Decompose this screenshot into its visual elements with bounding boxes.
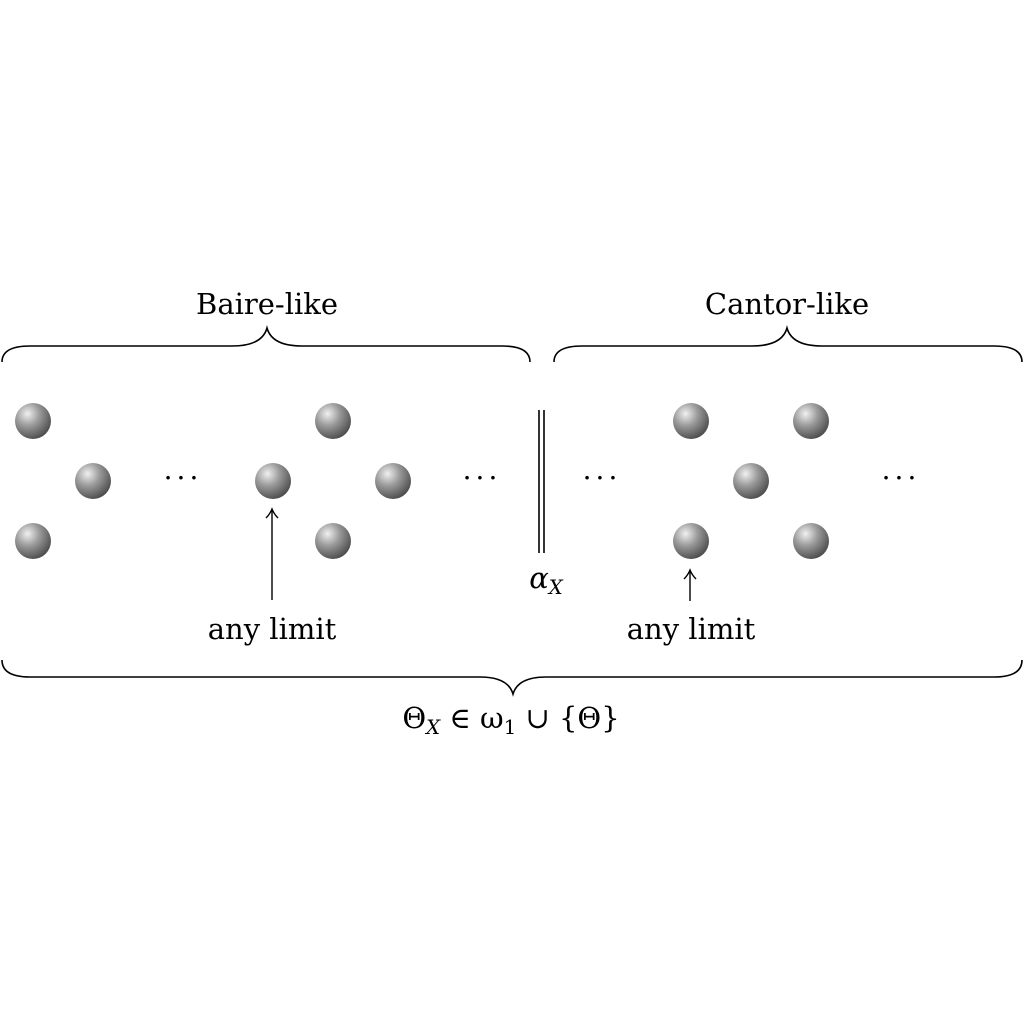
ball bbox=[375, 463, 411, 499]
ball bbox=[793, 523, 829, 559]
arrow-right bbox=[683, 568, 697, 601]
ball bbox=[673, 523, 709, 559]
ball bbox=[15, 523, 51, 559]
ball bbox=[793, 403, 829, 439]
ball bbox=[75, 463, 111, 499]
ball bbox=[15, 403, 51, 439]
ellipsis: ··· bbox=[881, 461, 921, 495]
any-limit-label-left: any limit bbox=[207, 612, 337, 646]
baire-like-label: Baire-like bbox=[196, 287, 338, 321]
ball bbox=[315, 403, 351, 439]
any-limit-label-right: any limit bbox=[626, 612, 756, 646]
ellipsis: ··· bbox=[462, 461, 502, 495]
ellipsis: ··· bbox=[582, 461, 622, 495]
ellipsis: ··· bbox=[163, 461, 203, 495]
ball bbox=[315, 523, 351, 559]
ball bbox=[673, 403, 709, 439]
baire-brace bbox=[1, 325, 531, 363]
alpha-x-label: αX bbox=[529, 561, 563, 599]
ball bbox=[733, 463, 769, 499]
arrow-left bbox=[265, 507, 279, 600]
cantor-like-label: Cantor-like bbox=[704, 287, 870, 321]
theta-x-label: ΘX ∈ ω1 ∪ {Θ} bbox=[402, 701, 620, 739]
theta-brace bbox=[1, 659, 1023, 697]
cantor-brace bbox=[553, 325, 1023, 363]
ball bbox=[255, 463, 291, 499]
